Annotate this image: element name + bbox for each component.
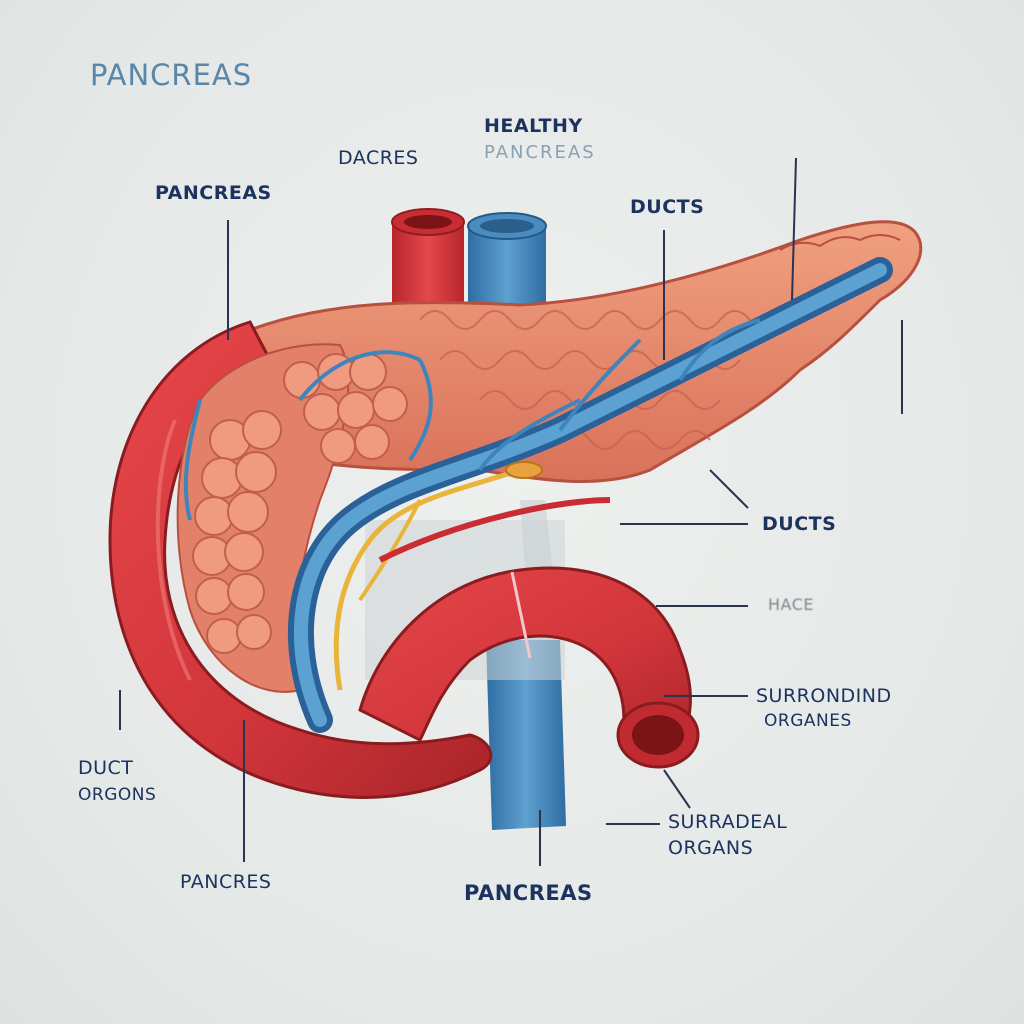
- label-pancreas-upper-left: PANCREAS: [155, 182, 272, 204]
- label-pancreas-bottom-center: PANCREAS: [464, 881, 593, 905]
- pancreatic-duct: [183, 257, 893, 733]
- label-surronding: SURRONDIND: [756, 685, 892, 707]
- duodenum-loop: [358, 566, 700, 769]
- label-ducts-top: DUCTS: [630, 196, 705, 218]
- duodenum: [108, 320, 493, 799]
- label-healthy: HEALTHY: [484, 115, 583, 137]
- label-pancres-bottom-left: PANCRES: [180, 871, 272, 893]
- page-title: PANCREAS: [90, 58, 253, 92]
- label-orgons: ORGONS: [78, 785, 157, 805]
- label-healthy-pancreas: PANCREAS: [484, 142, 596, 163]
- label-ducts-right: DUCTS: [762, 513, 837, 535]
- bile-duct: [333, 461, 611, 691]
- label-surradeal: SURRADEAL: [668, 811, 788, 833]
- label-hace: HACE: [768, 595, 814, 614]
- label-duct: DUCT: [78, 757, 134, 779]
- label-organes: ORGANES: [764, 711, 852, 731]
- label-organs: ORGANS: [668, 837, 754, 859]
- pancreas-head: [176, 343, 408, 693]
- label-dacres: DACRES: [338, 147, 419, 169]
- leader-lines: [119, 157, 903, 866]
